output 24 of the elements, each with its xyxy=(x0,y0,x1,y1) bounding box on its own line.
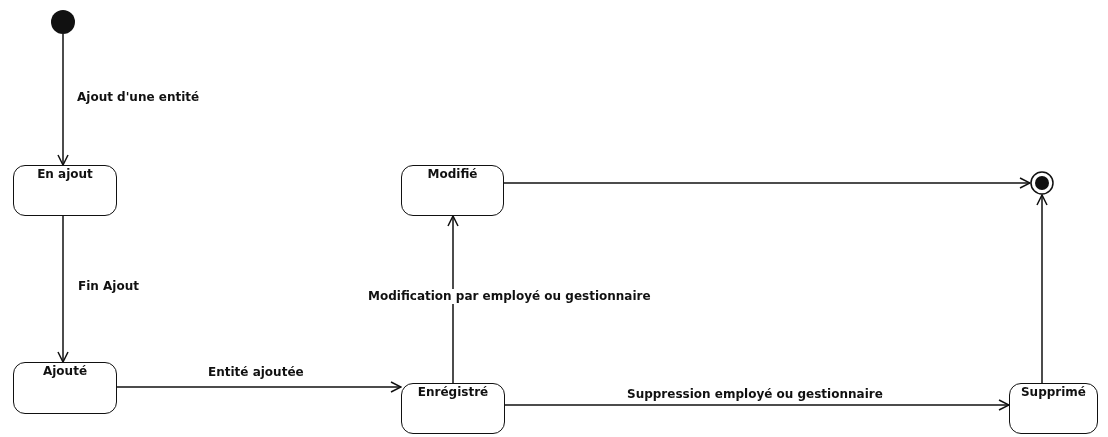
transition-arrow xyxy=(57,33,69,166)
state-box xyxy=(1009,383,1098,434)
transition-arrow xyxy=(1036,194,1048,384)
state-box xyxy=(13,362,117,414)
transition-arrow xyxy=(503,177,1031,189)
transition-arrow xyxy=(504,399,1010,411)
final-state xyxy=(1030,171,1054,195)
initial-state xyxy=(51,10,75,34)
edge-label: Entité ajoutée xyxy=(206,365,306,380)
transition-arrow xyxy=(57,215,69,363)
state-name: Ajouté xyxy=(41,364,89,378)
state-name: Modifié xyxy=(426,167,479,181)
state-name: En ajout xyxy=(36,167,94,181)
state-name: Enrégistré xyxy=(416,385,490,399)
edge-label: Modification par employé ou gestionnaire xyxy=(366,289,653,304)
state-box xyxy=(401,165,504,216)
edge-label: Suppression employé ou gestionnaire xyxy=(625,387,885,402)
state-box xyxy=(13,165,117,216)
transition-arrow xyxy=(116,381,402,393)
transition-arrow xyxy=(447,215,459,384)
state-box xyxy=(401,383,505,434)
edge-label: Fin Ajout xyxy=(76,279,141,294)
edge-label: Ajout d'une entité xyxy=(75,90,202,105)
state-name: Supprimé xyxy=(1019,385,1087,399)
